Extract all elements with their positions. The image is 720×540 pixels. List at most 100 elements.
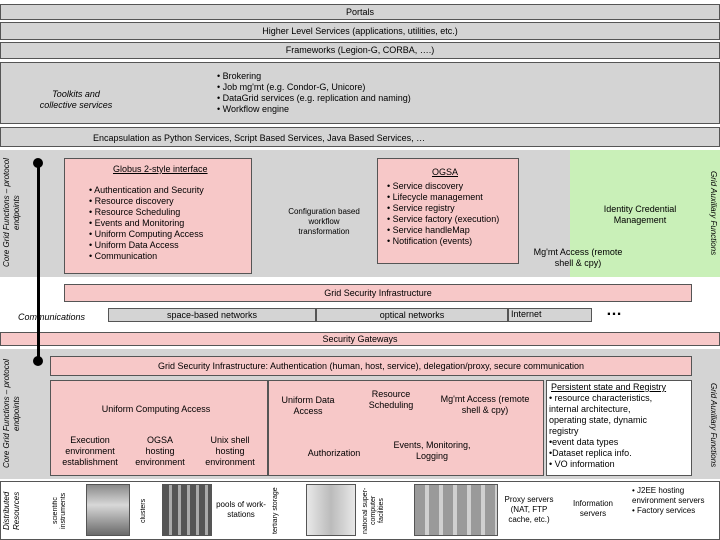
security-gateways-label: Security Gateways [322,333,398,344]
communications-label: Communications [18,312,86,322]
upper-mgmt-access: Mg'mt Access (remote shell & cpy) [533,247,623,268]
frameworks-band: Frameworks (Legion-G, CORBA, ….) [0,42,720,59]
upper-aux-side-label: Grid Auxiliary Functions [709,170,718,256]
list-item: • Factory services [632,506,696,515]
persistent-list: • resource characteristics, internal arc… [549,393,652,470]
unix-shell-line: Unix shell [210,435,250,445]
proxy-servers: Proxy servers (NAT, FTP cache, etc.) [504,495,554,524]
list-item: •Dataset replica info. [549,448,632,458]
list-item: • Service registry [387,203,455,213]
internet: Internet [508,308,592,322]
ogsa-list: • Service discovery • Lifecycle manageme… [387,181,499,247]
ogsa-hosting-line: OGSA [146,435,173,445]
j2ee-list: • J2EE hosting environment servers • Fac… [632,486,718,516]
events-monitoring-logging: Events, Monitoring, Logging [393,440,471,461]
ogsa-hosting-line: hosting [145,446,175,456]
persistent-state-box: Persistent state and Registry • resource… [546,380,692,476]
configuration-workflow: Configuration based workflow transformat… [288,207,360,236]
execution-line: Execution [70,435,110,445]
identity-credential-management: Identity Credential Management [603,204,677,225]
list-item: • Lifecycle management [387,192,483,202]
unix-shell-line: hosting [215,446,245,456]
execution-line: establishment [62,457,118,467]
portals-band: Portals [0,4,720,20]
information-servers: Information servers [572,499,614,518]
list-item: •event data types [549,437,619,447]
communications-ellipsis: … [606,302,622,319]
space-based-networks: space-based networks [108,308,316,322]
globus-interface-box: Globus 2-style interface • Authenticatio… [64,158,252,274]
unix-shell-environment: Unix shell hosting environment [195,435,265,468]
toolkits-label: Toolkits and collective services [21,89,131,111]
ogsa-hosting-environment: OGSA hosting environment [127,435,193,468]
resource-scheduling: Resource Scheduling [368,389,414,410]
list-item: • Service factory (execution) [387,214,500,224]
globus-title: Globus 2-style interface [113,164,208,174]
grid-security-label: Grid Security Infrastructure [324,287,432,298]
list-item: • J2EE hosting environment servers [632,486,705,505]
national-supercomputer-label: national super-computer facilities [362,487,385,534]
toolkits-label-line: Toolkits and [52,89,100,99]
higher-level-services-band: Higher Level Services (applications, uti… [0,22,720,40]
list-item: • Workflow engine [217,104,290,114]
list-item: registry [549,426,579,436]
list-item: • Brokering [217,71,262,81]
execution-line: environment [65,446,115,456]
gsi-authentication-label: Grid Security Infrastructure: Authentica… [157,360,585,371]
distributed-side-label: Distributed Resources [2,491,21,530]
list-item: • Service handleMap [387,225,470,235]
portals-label: Portals [345,6,374,17]
list-item: • Resource Scheduling [89,207,181,217]
unix-shell-line: environment [205,457,255,467]
scientific-instruments-label: scientific instruments [52,492,67,529]
security-gateways-band: Security Gateways [0,332,720,346]
list-item: • Communication [89,251,158,261]
scientific-instrument-image [86,484,130,536]
uniform-computing-box: Uniform Computing Access Execution envir… [50,380,268,476]
ogsa-title: OGSA [432,167,459,177]
tertiary-storage-image [306,484,356,536]
connector-dot-top [33,158,43,168]
ogsa-hosting-line: environment [135,457,185,467]
list-item: internal architecture, [549,404,631,414]
supercomputer-image [414,484,498,536]
list-item: • resource characteristics, [549,393,653,403]
pools-of-workstations: pools of work-stations [216,500,266,519]
list-item: • Job mg'mt (e.g. Condor-G, Unicore) [217,82,366,92]
list-item: • DataGrid services (e.g. replication an… [217,93,411,103]
encapsulation-band: Encapsulation as Python Services, Script… [0,127,720,147]
list-item: operating state, dynamic [549,415,648,425]
list-item: • Uniform Computing Access [89,229,204,239]
list-item: • Notification (events) [387,236,473,246]
grid-security-band: Grid Security Infrastructure [64,284,692,302]
tertiary-storage-label: tertiary storage [272,487,279,534]
persistent-title: Persistent state and Registry [551,382,667,392]
clusters-label: clusters [140,498,147,523]
connector-line [37,162,40,362]
list-item: • Resource discovery [89,196,174,206]
uniform-computing-label: Uniform Computing Access [101,403,211,414]
list-item: • VO information [549,459,615,469]
execution-environment: Execution environment establishment [55,435,125,468]
list-item: • Uniform Data Access [89,240,179,250]
cluster-image [162,484,212,536]
toolkits-list: • Brokering • Job mg'mt (e.g. Condor-G, … [217,71,411,115]
lower-aux-side-label: Grid Auxiliary Functions [709,382,718,468]
upper-auxiliary-background [570,150,720,277]
gsi-authentication-band: Grid Security Infrastructure: Authentica… [50,356,692,376]
lower-core-side-label: Core Grid Functions – protocol endpoints [2,359,21,469]
connector-dot-bottom [33,356,43,366]
lower-mgmt-access: Mg'mt Access (remote shell & cpy) [440,394,530,415]
list-item: • Events and Monitoring [89,218,185,228]
authorization: Authorization [307,447,361,458]
uniform-data-access: Uniform Data Access [281,395,335,416]
frameworks-label: Frameworks (Legion-G, CORBA, ….) [285,45,435,55]
higher-level-label: Higher Level Services (applications, uti… [262,25,458,36]
encapsulation-label: Encapsulation as Python Services, Script… [93,133,426,143]
list-item: • Service discovery [387,181,464,191]
list-item: • Authentication and Security [89,185,204,195]
optical-networks: optical networks [316,308,508,322]
toolkits-band: Toolkits and collective services • Broke… [0,62,720,124]
globus-list: • Authentication and Security • Resource… [89,185,204,262]
data-access-group: Uniform Data Access Resource Scheduling … [268,380,544,476]
